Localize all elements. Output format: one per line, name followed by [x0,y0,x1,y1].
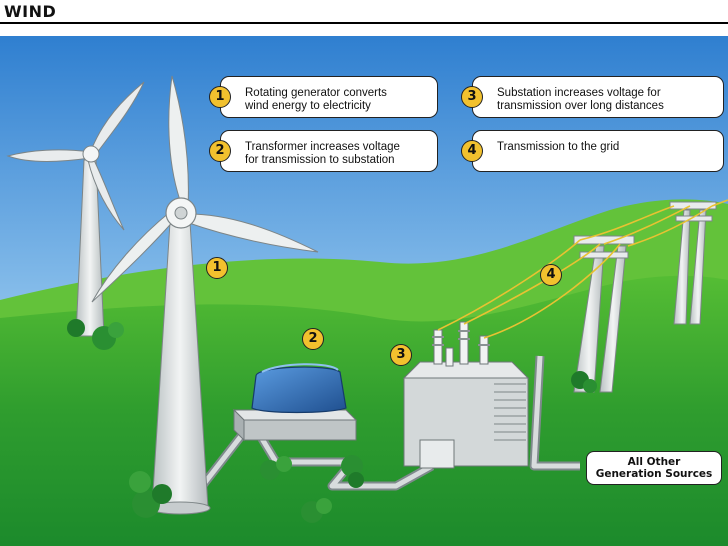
near-wind-turbine [91,75,319,515]
other-sources-line-1: All Other [627,456,681,468]
callout-step-3: Substation increases voltage for transmi… [472,76,724,118]
step-2-badge: 2 [209,140,231,162]
step-1-line-1: Rotating generator converts [245,87,387,99]
scene-marker-4: 4 [540,264,562,286]
substation [402,321,530,469]
bush-tower [571,371,597,393]
bush-far-turbine [67,319,124,350]
bush-middle [260,455,364,523]
far-wind-turbine [6,81,145,337]
power-lines [437,199,728,339]
page-title: WIND [4,2,57,21]
callout-step-4: Transmission to the grid [472,130,724,172]
step-3-line-1: Substation increases voltage for [497,87,661,99]
other-generation-sources-box: All Other Generation Sources [586,451,722,485]
step-1-line-2: wind energy to electricity [245,99,371,112]
step-3-line-2: transmission over long distances [497,99,664,112]
step-4-line-1: Transmission to the grid [497,141,620,153]
scene-marker-2: 2 [302,328,324,350]
transmission-towers [573,201,717,393]
callout-step-2: Transformer increases voltage for transm… [220,130,438,172]
bush-near-turbine [129,471,172,518]
scene-marker-3: 3 [390,344,412,366]
step-2-line-1: Transformer increases voltage [245,141,400,153]
step-3-badge: 3 [461,86,483,108]
step-2-line-2: for transmission to substation [245,153,395,166]
callout-step-1: Rotating generator converts wind energy … [220,76,438,118]
scene-marker-1: 1 [206,257,228,279]
step-1-badge: 1 [209,86,231,108]
transformer-unit [232,363,358,442]
title-underline [0,22,728,24]
other-sources-line-2: Generation Sources [595,468,713,480]
step-4-badge: 4 [461,140,483,162]
